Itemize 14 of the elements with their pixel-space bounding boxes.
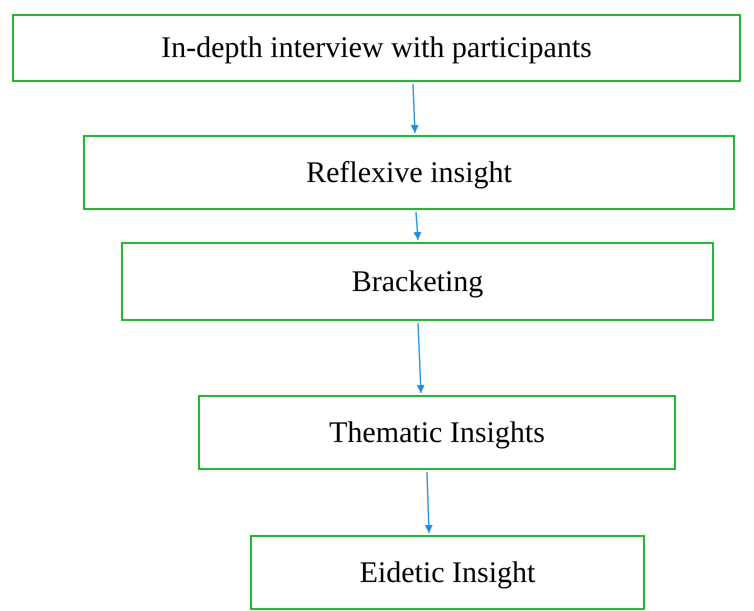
- box-label: Bracketing: [352, 264, 484, 300]
- box-label: In-depth interview with participants: [161, 30, 592, 66]
- arrow: [424, 472, 433, 534]
- process-box: [198, 395, 676, 470]
- process-box: [121, 242, 714, 321]
- arrow: [410, 84, 419, 134]
- process-box: [12, 14, 741, 82]
- process-box: [250, 535, 645, 610]
- box-label: Reflexive insight: [306, 154, 512, 191]
- process-box: [83, 135, 735, 210]
- arrow: [413, 212, 422, 240]
- arrow: [416, 322, 425, 394]
- box-label: Eidetic Insight: [360, 554, 536, 591]
- box-label: Thematic Insights: [329, 414, 545, 451]
